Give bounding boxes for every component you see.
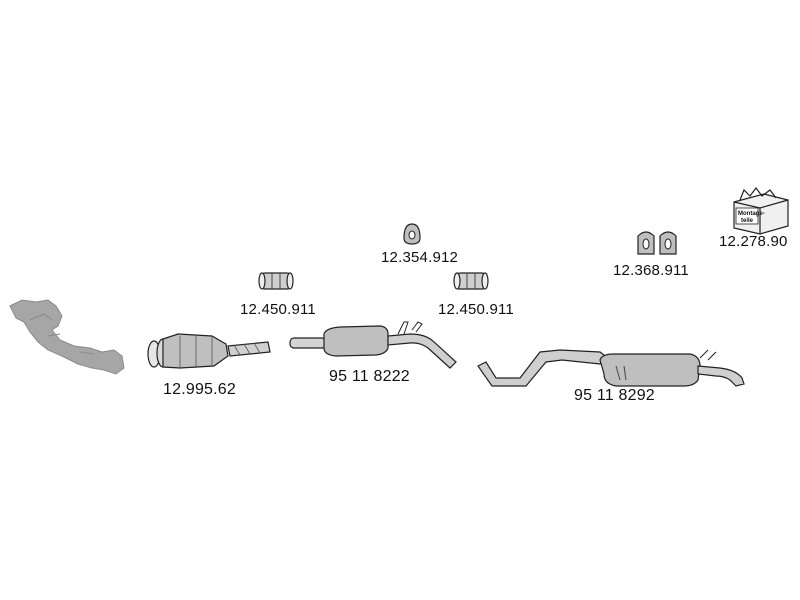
mounting-kit-box-line-2: teile xyxy=(741,218,754,224)
mounting-kit-label: 12.278.90 xyxy=(719,233,788,250)
catalytic-converter-label: 12.995.62 xyxy=(163,381,236,398)
rear-silencer-label: 95 11 8292 xyxy=(574,387,655,404)
mounting-kit-box-line-1: Montage- xyxy=(738,211,765,217)
rubber-hanger-icon xyxy=(403,223,421,245)
front-silencer-label: 95 11 8222 xyxy=(329,368,410,385)
pipe-clamp-icon xyxy=(258,272,294,290)
clamp-front-label: 12.450.911 xyxy=(240,301,316,318)
rear-silencer-icon xyxy=(477,349,745,387)
mounting-kit-box-icon: Montage- teile xyxy=(733,187,789,235)
front-silencer-icon xyxy=(289,321,457,369)
rubber-mounts-label: 12.368.911 xyxy=(613,262,689,279)
pipe-clamp-icon xyxy=(453,272,489,290)
rubber-hanger-label: 12.354.912 xyxy=(381,249,459,266)
catalytic-converter-icon xyxy=(147,333,271,369)
rubber-mount-pair-icon xyxy=(637,231,677,255)
clamp-middle-label: 12.450.911 xyxy=(438,301,514,318)
exhaust-manifold-icon xyxy=(9,299,125,375)
